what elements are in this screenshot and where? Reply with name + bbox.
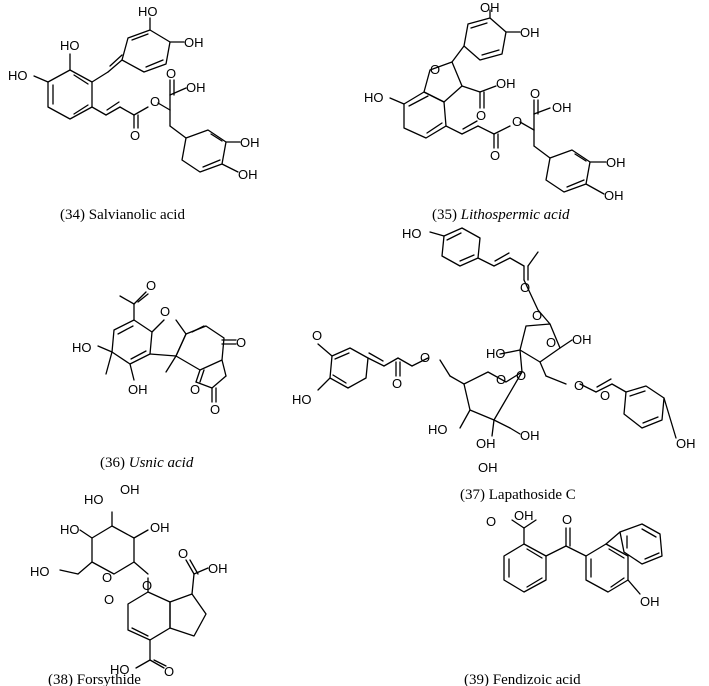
atom-label: OH <box>640 594 660 609</box>
atom-label: OH <box>120 482 140 497</box>
atom-label: OH <box>606 155 626 170</box>
atom-label: O <box>530 86 540 101</box>
atom-label: OH <box>514 508 534 523</box>
caption-number: (37) <box>460 487 485 503</box>
caption-36: (36) Usnic acid <box>100 455 194 471</box>
atom-label: O <box>490 148 500 163</box>
atom-label: OH <box>238 167 258 182</box>
atom-label: OH <box>208 561 228 576</box>
atom-label: O <box>516 368 526 383</box>
caption-name: Fendizoic acid <box>493 672 581 686</box>
atom-label: O <box>562 512 572 527</box>
atom-label: O <box>178 546 188 561</box>
atom-label: O <box>210 402 220 417</box>
atom-label: OH <box>520 25 540 40</box>
structure-36: O O HO OH O O O <box>72 278 246 417</box>
caption-name: Forsythide <box>77 672 142 686</box>
atom-label: OH <box>520 428 540 443</box>
atom-label: HO <box>110 662 130 677</box>
caption-name: Usnic acid <box>129 455 194 471</box>
caption-35: (35) Lithospermic acid <box>432 207 570 223</box>
caption-name: Lapathoside C <box>489 487 576 503</box>
caption-number: (35) <box>432 207 457 223</box>
atom-label: OH <box>184 35 204 50</box>
structure-35: OH OH O HO O OH O O O OH OH OH <box>364 0 626 203</box>
structure-37: HO O O O OH O O OH HO O O O O HO OH OH O… <box>292 226 696 475</box>
atom-label: HO <box>72 340 92 355</box>
atom-label: HO <box>428 422 448 437</box>
atom-label: O <box>130 128 140 143</box>
atom-label: O <box>146 278 156 293</box>
caption-name: Salvianolic acid <box>89 207 186 223</box>
atom-label: O <box>574 378 584 393</box>
atom-label: OH <box>240 135 260 150</box>
atom-label: O <box>190 382 200 397</box>
atom-label: OH <box>552 100 572 115</box>
caption-34: (34) Salvianolic acid <box>60 207 185 223</box>
caption-38: (38) Forsythide <box>48 672 141 686</box>
atom-label: O <box>430 62 440 77</box>
atom-label: HO <box>402 226 422 241</box>
atom-label: O <box>104 592 114 607</box>
atom-label: OH <box>128 382 148 397</box>
atom-label: O <box>164 664 174 679</box>
atom-label: O <box>312 328 322 343</box>
atom-label: HO <box>292 392 312 407</box>
atom-label: OH <box>480 0 500 15</box>
atom-label: O <box>420 350 430 365</box>
atom-label: HO <box>8 68 28 83</box>
caption-number: (36) <box>100 455 125 471</box>
atom-label: OH <box>476 436 496 451</box>
atom-label: HO <box>60 522 80 537</box>
atom-label: O <box>546 335 556 350</box>
caption-number: (34) <box>60 207 85 223</box>
atom-label: O <box>600 388 610 403</box>
atom-label: O <box>166 66 176 81</box>
atom-label: O <box>532 308 542 323</box>
atom-label: O <box>236 335 246 350</box>
caption-39: (39) Fendizoic acid <box>464 672 581 686</box>
structure-38: HO OH OH HO HO O O O O OH HO O <box>30 482 228 679</box>
atom-label: OH <box>186 80 206 95</box>
atom-label: HO <box>138 4 158 19</box>
atom-label: HO <box>30 564 50 579</box>
caption-name: Lithospermic acid <box>460 207 570 223</box>
atom-label: OH <box>150 520 170 535</box>
atom-label: HO <box>364 90 384 105</box>
atom-label: HO <box>60 38 80 53</box>
atom-label: HO <box>84 492 104 507</box>
atom-label: OH <box>676 436 696 451</box>
atom-label: O <box>142 578 152 593</box>
atom-label: HO <box>486 346 506 361</box>
atom-label: O <box>160 304 170 319</box>
atom-label: O <box>520 280 530 295</box>
atom-label: O <box>150 94 160 109</box>
structure-34: HO HO HO OH O O O OH OH OH <box>8 4 260 182</box>
atom-label: O <box>392 376 402 391</box>
atom-label: OH <box>496 76 516 91</box>
caption-37: (37) Lapathoside C <box>460 487 576 503</box>
atom-label: O <box>476 108 486 123</box>
atom-label: O <box>102 570 112 585</box>
atom-label: O <box>512 114 522 129</box>
atom-label: OH <box>478 460 498 475</box>
caption-number: (38) <box>48 672 73 686</box>
atom-label: O <box>496 372 506 387</box>
atom-label: O <box>486 514 496 529</box>
atom-label: OH <box>572 332 592 347</box>
atom-label: OH <box>604 188 624 203</box>
caption-number: (39) <box>464 672 489 686</box>
structure-39: OH O O OH <box>486 508 663 609</box>
